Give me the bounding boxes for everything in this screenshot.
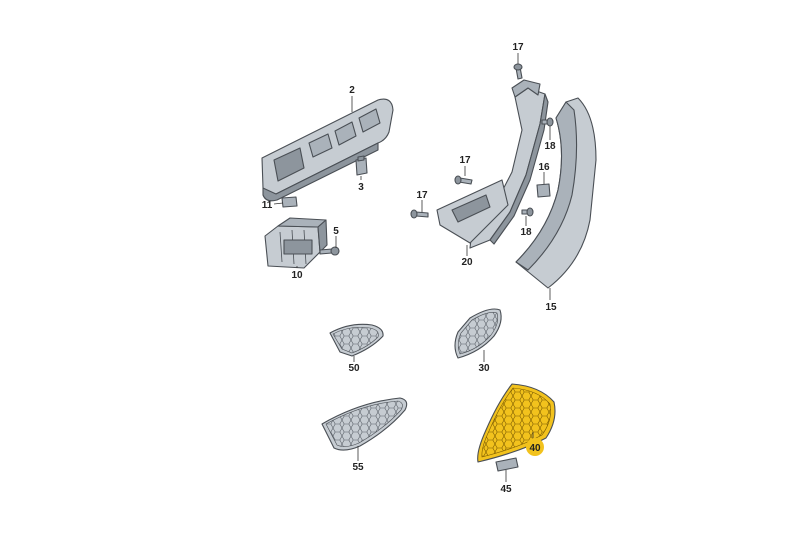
callout-17-left[interactable]: 17 <box>416 190 428 201</box>
callout-18-upper[interactable]: 18 <box>544 141 556 152</box>
part-5-screw[interactable] <box>319 246 340 256</box>
callout-15[interactable]: 15 <box>545 302 557 313</box>
callout-2[interactable]: 2 <box>349 85 355 96</box>
grille-40-mesh <box>481 387 551 458</box>
callout-40-badge <box>526 438 544 456</box>
callout-17-middle[interactable]: 17 <box>459 155 471 166</box>
part-16-clip[interactable] <box>536 183 551 198</box>
bracket-rib-1 <box>279 231 283 263</box>
clip-11-body <box>281 196 298 208</box>
handle-arm-edge <box>489 93 549 245</box>
screw-17-middle-head <box>454 175 462 185</box>
switch-slot-2 <box>308 133 333 158</box>
screw-18-upper[interactable] <box>541 117 554 127</box>
callout-10[interactable]: 10 <box>291 270 303 281</box>
trim-panel-edge <box>515 101 578 271</box>
callout-3[interactable]: 3 <box>358 182 364 193</box>
handle-pocket-recess <box>451 194 491 223</box>
part-3-clip[interactable] <box>355 155 368 176</box>
callout-45[interactable]: 45 <box>500 484 512 495</box>
screw-17-top-head <box>513 63 523 71</box>
callout-11[interactable]: 11 <box>262 200 273 211</box>
part-11-clip[interactable] <box>281 196 298 208</box>
part-40-grille-highlighted[interactable] <box>477 383 556 463</box>
leader-11 <box>273 202 284 205</box>
grille-30-mesh <box>457 312 499 355</box>
part-50-grille[interactable] <box>329 323 384 357</box>
part-30-grille[interactable] <box>454 308 502 359</box>
part-2-switch-bezel[interactable] <box>261 98 394 202</box>
switch-slot-3 <box>334 121 357 146</box>
callout-16[interactable]: 16 <box>538 162 550 173</box>
screw-5-head <box>330 246 340 256</box>
grille-50-mesh <box>332 326 379 354</box>
bezel-side <box>262 142 379 202</box>
part-10-bracket[interactable] <box>264 217 328 269</box>
screw-17-top[interactable] <box>513 63 523 80</box>
callout-55[interactable]: 55 <box>352 462 364 473</box>
screw-18-lower-head <box>526 207 534 217</box>
bracket-window <box>283 239 313 255</box>
screw-17-left[interactable] <box>410 209 429 219</box>
clip-16-body <box>536 183 551 198</box>
grille-55-mesh <box>325 400 403 447</box>
screw-5-shank <box>319 248 333 255</box>
screw-17-left-head <box>410 209 418 219</box>
callout-50[interactable]: 50 <box>348 363 360 374</box>
screw-18-upper-head <box>546 117 554 127</box>
callout-18-lower[interactable]: 18 <box>520 227 532 238</box>
part-45-clip[interactable] <box>495 457 519 472</box>
callout-30[interactable]: 30 <box>478 363 490 374</box>
part-55-grille[interactable] <box>321 397 408 451</box>
clip-3-tab <box>357 155 365 162</box>
screw-17-left-shank <box>415 211 429 218</box>
screw-17-middle[interactable] <box>454 175 473 185</box>
handle-mount <box>511 79 541 98</box>
switch-slot-4 <box>358 108 381 133</box>
clip-45-body <box>495 457 519 472</box>
switch-slot-1 <box>273 147 305 182</box>
callout-40[interactable]: 40 <box>529 443 541 454</box>
part-20-door-handle[interactable] <box>436 79 549 249</box>
bracket-side <box>317 219 328 253</box>
callout-5[interactable]: 5 <box>333 226 339 237</box>
callout-17-top[interactable]: 17 <box>512 42 524 53</box>
callout-20[interactable]: 20 <box>461 257 473 268</box>
part-15-trim-panel[interactable] <box>515 97 597 289</box>
screw-18-lower[interactable] <box>521 207 534 217</box>
